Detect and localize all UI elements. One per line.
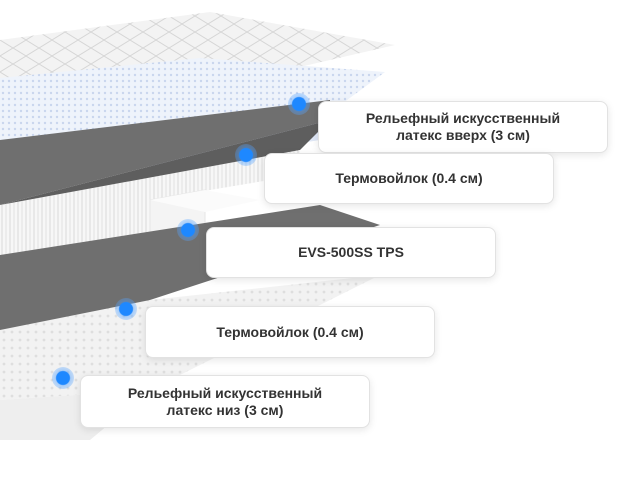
layer-2-marker-icon: [235, 144, 257, 166]
callout-line: EVS-500SS TPS: [298, 244, 404, 261]
callout-bottom-latex: Рельефный искусственный латекс низ (3 см…: [80, 375, 370, 428]
callout-spring-block: EVS-500SS TPS: [206, 227, 496, 278]
layer-1-marker-icon: [288, 93, 310, 115]
callout-line: Рельефный искусственный: [128, 385, 322, 402]
layer-3-marker-icon: [177, 219, 199, 241]
callout-bottom-felt: Термовойлок (0.4 см): [145, 306, 435, 358]
layer-5-marker-icon: [52, 367, 74, 389]
callout-line: Термовойлок (0.4 см): [216, 324, 363, 341]
callout-top-felt: Термовойлок (0.4 см): [264, 153, 554, 204]
callout-line: Термовойлок (0.4 см): [335, 170, 482, 187]
callout-top-latex: Рельефный искусственный латекс вверх (3 …: [318, 101, 608, 153]
callout-line: латекс низ (3 см): [128, 402, 322, 419]
callout-line: латекс вверх (3 см): [366, 127, 560, 144]
callout-line: Рельефный искусственный: [366, 110, 560, 127]
layer-4-marker-icon: [115, 298, 137, 320]
